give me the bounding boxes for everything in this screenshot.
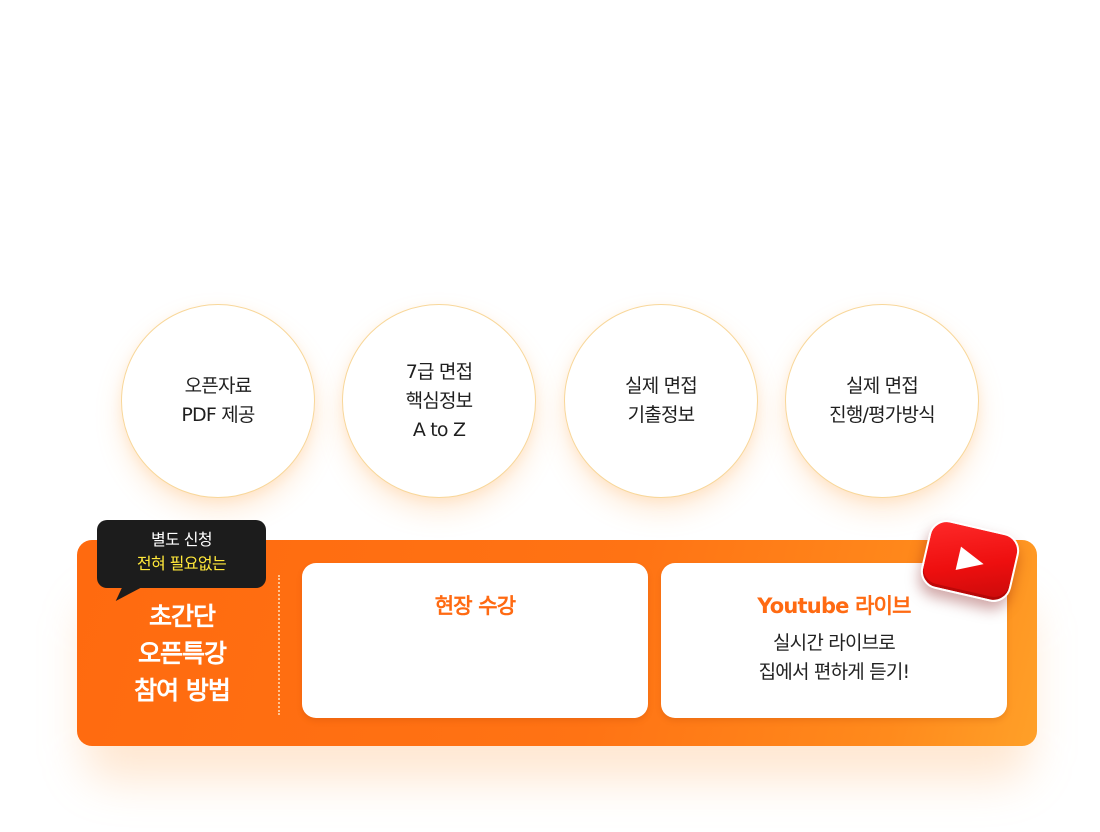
bubble-highlight-line: 전혀 필요없는 (136, 554, 227, 573)
feature-line: A to Z (412, 418, 466, 441)
panel-title: 초간단 오픈특강 참여 방법 (103, 598, 261, 709)
feature-line: 기출정보 (627, 404, 696, 426)
feature-line: 진행/평가방식 (829, 404, 935, 426)
feature-circle-core-info: 7급 면접 핵심정보 A to Z (342, 304, 536, 498)
card-title: 현장 수강 (434, 594, 516, 618)
card-youtube-live[interactable]: Youtube 라이브 실시간 라이브로 집에서 편하게 듣기! (661, 563, 1007, 718)
card-body-line: 실시간 라이브로 (772, 632, 896, 654)
bubble-line: 별도 신청 (151, 530, 213, 549)
panel-divider (278, 575, 280, 715)
feature-line: PDF 제공 (181, 404, 255, 426)
panel-title-line: 참여 방법 (134, 676, 231, 705)
feature-line: 오픈자료 (184, 375, 253, 397)
feature-line: 7급 면접 (405, 360, 473, 383)
card-body: 실시간 라이브로 집에서 편하게 듣기! (661, 629, 1007, 687)
feature-line: 핵심정보 (405, 389, 474, 412)
panel-title-line: 초간단 (148, 602, 216, 631)
feature-circle-evaluation: 실제 면접 진행/평가방식 (785, 304, 979, 498)
panel-title-line: 오픈특강 (137, 639, 227, 668)
youtube-play-icon (917, 516, 1023, 606)
card-body-line: 집에서 편하게 듣기! (758, 661, 911, 683)
feature-circle-open-materials: 오픈자료 PDF 제공 (121, 304, 315, 498)
play-triangle-icon (955, 546, 984, 570)
card-title: Youtube 라이브 (757, 594, 911, 618)
card-onsite[interactable]: 현장 수강 (302, 563, 648, 718)
feature-circle-past-questions: 실제 면접 기출정보 (564, 304, 758, 498)
feature-line: 실제 면접 (625, 375, 698, 397)
no-registration-bubble: 별도 신청 전혀 필요없는 (97, 520, 266, 588)
feature-line: 실제 면접 (846, 375, 919, 397)
